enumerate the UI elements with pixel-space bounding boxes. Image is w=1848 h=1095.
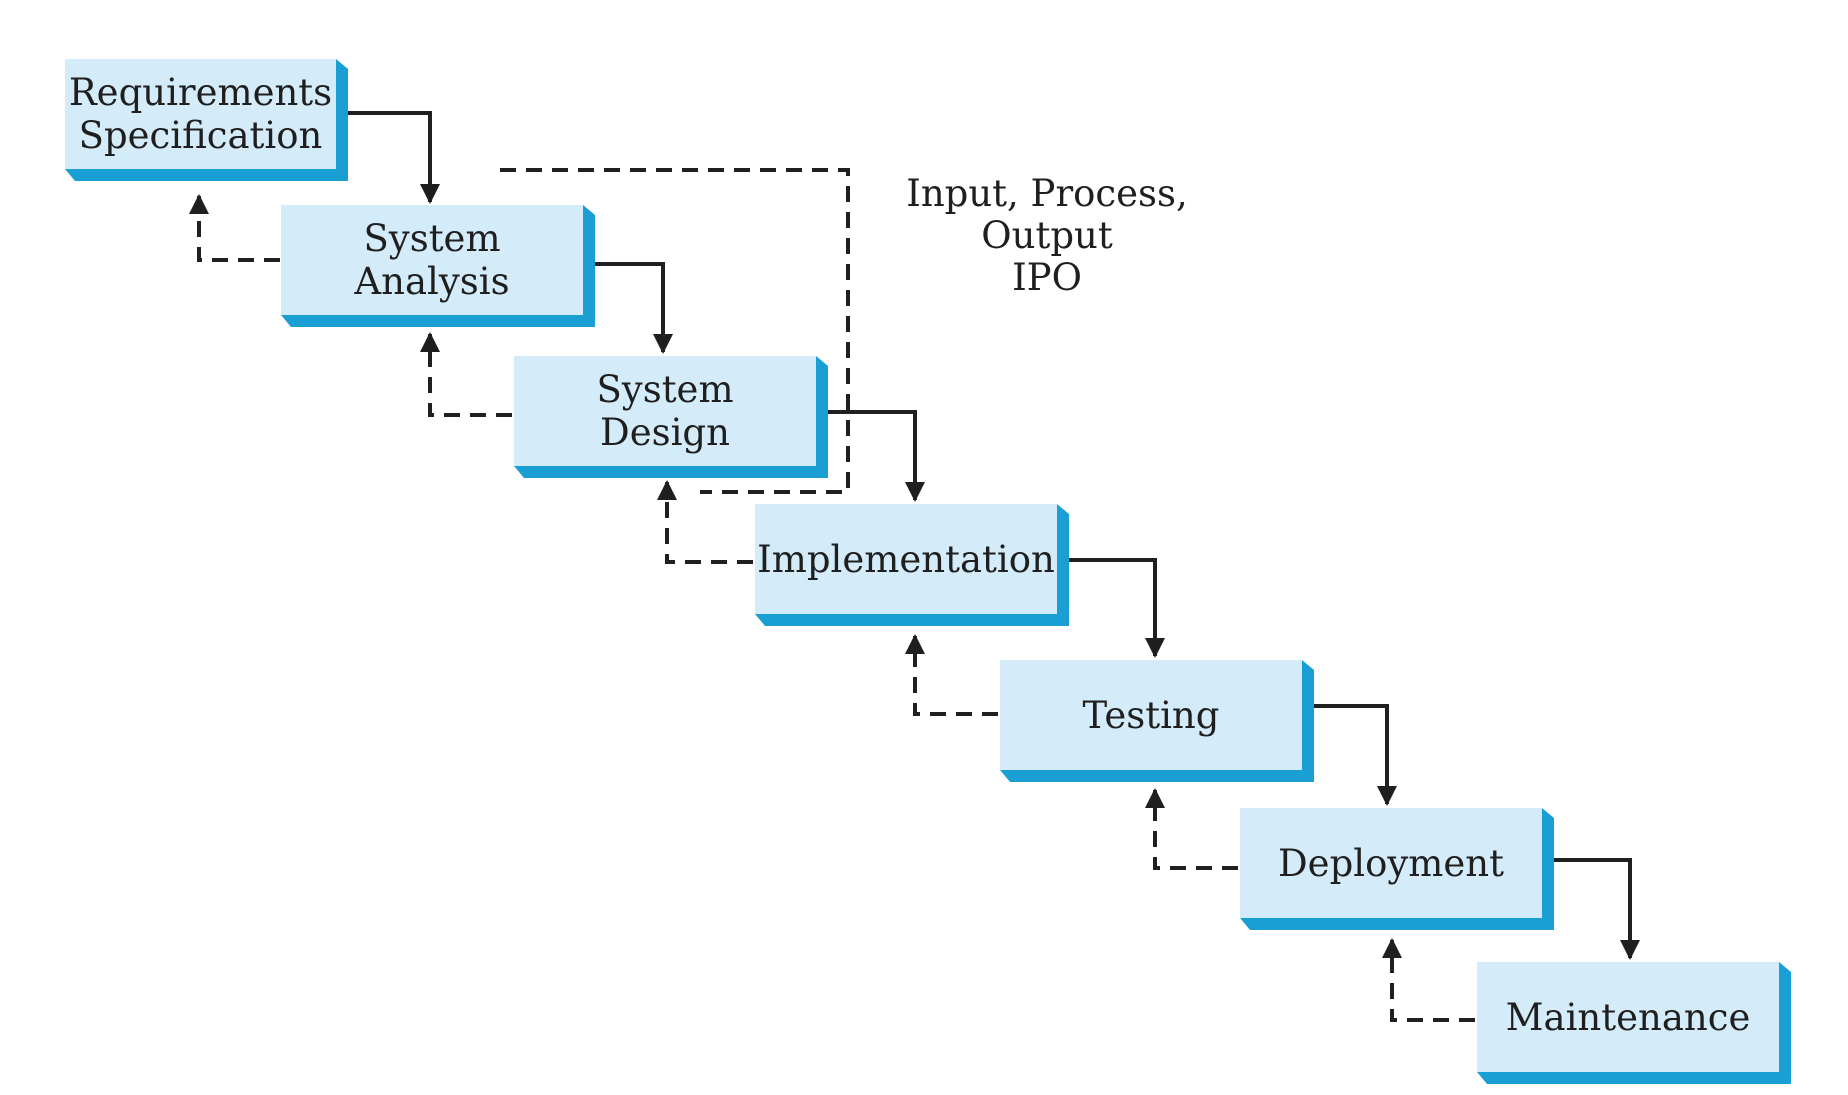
stage-label: Maintenance bbox=[1505, 995, 1751, 1039]
forward-arrow-deployment-to-maintenance bbox=[1550, 858, 1640, 960]
stage-label: Implementation bbox=[757, 537, 1055, 581]
ipo-bracket bbox=[500, 168, 850, 494]
box-bottom-shading bbox=[514, 466, 828, 478]
stage-testing: Testing bbox=[1000, 660, 1314, 782]
stage-face: Testing bbox=[1000, 660, 1302, 770]
ipo-annotation-line1: Input, Process, Output bbox=[906, 172, 1188, 257]
stage-label-line2: Specification bbox=[78, 114, 323, 157]
forward-arrow-design-to-implementation bbox=[825, 410, 925, 502]
stage-deployment: Deployment bbox=[1240, 808, 1554, 930]
stage-label-line1: Requirements bbox=[68, 71, 333, 114]
stage-label: Deployment bbox=[1278, 841, 1504, 885]
stage-face: Requirements Specification bbox=[65, 59, 336, 169]
stage-requirements-specification: Requirements Specification bbox=[65, 59, 348, 181]
box-side-shading bbox=[1057, 504, 1069, 614]
forward-arrow-testing-to-deployment bbox=[1310, 704, 1397, 806]
stage-face: Implementation bbox=[755, 504, 1057, 614]
box-bottom-shading bbox=[755, 614, 1069, 626]
box-bottom-shading bbox=[1240, 918, 1554, 930]
stage-system-analysis: System Analysis bbox=[281, 205, 595, 327]
stage-label-line2: Design bbox=[600, 411, 730, 454]
box-side-shading bbox=[816, 356, 828, 466]
box-side-shading bbox=[1779, 962, 1791, 1072]
feedback-arrow-deployment-to-testing bbox=[1145, 788, 1238, 870]
feedback-arrow-testing-to-implementation bbox=[905, 634, 998, 716]
feedback-arrow-implementation-to-design bbox=[657, 480, 753, 564]
stage-face: System Design bbox=[514, 356, 816, 466]
forward-arrow-analysis-to-design bbox=[592, 262, 673, 354]
box-side-shading bbox=[1302, 660, 1314, 770]
stage-implementation: Implementation bbox=[755, 504, 1069, 626]
stage-face: Deployment bbox=[1240, 808, 1542, 918]
box-bottom-shading bbox=[1000, 770, 1314, 782]
ipo-annotation-line2: IPO bbox=[1012, 256, 1082, 299]
stage-face: Maintenance bbox=[1477, 962, 1779, 1072]
box-bottom-shading bbox=[281, 315, 595, 327]
forward-arrow-implementation-to-testing bbox=[1065, 558, 1165, 658]
stage-label: Testing bbox=[1082, 693, 1220, 737]
box-side-shading bbox=[1542, 808, 1554, 918]
stage-label-line1: System bbox=[596, 368, 734, 411]
forward-arrow-requirements-to-analysis bbox=[348, 111, 440, 204]
ipo-annotation: Input, Process, Output IPO bbox=[857, 173, 1237, 299]
box-side-shading bbox=[583, 205, 595, 315]
feedback-arrow-design-to-analysis bbox=[420, 332, 512, 417]
stage-maintenance: Maintenance bbox=[1477, 962, 1791, 1084]
feedback-arrow-analysis-to-requirements bbox=[189, 194, 280, 262]
stage-system-design: System Design bbox=[514, 356, 828, 478]
feedback-arrow-maintenance-to-deployment bbox=[1382, 938, 1475, 1022]
stage-face: System Analysis bbox=[281, 205, 583, 315]
box-side-shading bbox=[336, 59, 348, 169]
stage-label: System Analysis bbox=[354, 217, 510, 303]
box-bottom-shading bbox=[1477, 1072, 1791, 1084]
box-bottom-shading bbox=[65, 169, 348, 181]
